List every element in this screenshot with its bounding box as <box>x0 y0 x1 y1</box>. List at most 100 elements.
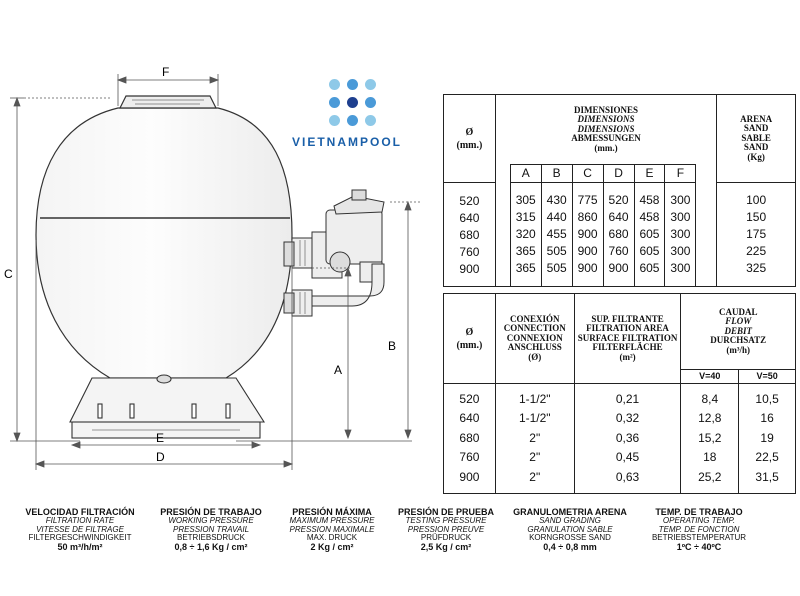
table-cell: 22,5 <box>755 450 779 465</box>
logo-dot <box>329 115 340 126</box>
flow-header: CAUDAL FLOW DEBIT DURCHSATZ (m³/h) <box>680 293 796 370</box>
table-cell: 605 <box>639 244 660 258</box>
spec-max-pressure: PRESIÓN MÁXIMA MAXIMUM PRESSURE PRESSION… <box>278 508 386 552</box>
spec-title: PRESIÓN DE PRUEBA <box>397 507 495 517</box>
spec-line: SAND GRADING <box>539 515 601 525</box>
spec-testing-pressure: PRESIÓN DE PRUEBA TESTING PRESSURE PRESS… <box>392 508 500 552</box>
table-cell: 12,8 <box>698 411 722 426</box>
table-cell: 0,63 <box>615 469 640 484</box>
table-cell: 640 <box>608 210 629 224</box>
table-cell: 0,45 <box>615 450 640 465</box>
flow-unit: (m³/h) <box>726 344 751 355</box>
table-cell: 8,4 <box>701 391 719 406</box>
table-cell: 320 <box>515 227 536 241</box>
logo-dot <box>329 79 340 90</box>
table-cell: 300 <box>670 261 691 275</box>
surface-unit: (m²) <box>619 351 636 362</box>
b-column: 430 440 455 505 505 <box>540 182 573 287</box>
table-cell: 150 <box>746 210 767 224</box>
label-a: A <box>334 363 342 377</box>
table-cell: 31,5 <box>755 469 779 484</box>
connection-de: ANSCHLUSS <box>507 342 562 353</box>
c-column: 775 860 900 900 900 <box>571 182 604 287</box>
table-cell: 19 <box>760 430 774 445</box>
flow-table: Ø (mm.) CONEXIÓN CONNECTION CONNEXION AN… <box>443 293 796 494</box>
tank-base <box>69 374 266 439</box>
spec-line: PRESSION PREUVE <box>407 524 485 534</box>
table-cell: 1-1/2" <box>518 411 551 426</box>
connection-unit: (Ø) <box>528 351 542 362</box>
table-cell: 680 <box>459 228 480 242</box>
connection-es: CONEXIÓN <box>509 313 560 324</box>
logo-dot <box>347 79 358 90</box>
spec-value: 50 m³/h/m² <box>57 542 103 553</box>
table-cell: 300 <box>670 193 691 207</box>
sand-en: SAND <box>743 123 769 134</box>
diameter-unit: (mm.) <box>456 339 483 351</box>
tank-body <box>35 95 293 379</box>
spec-title: TEMP. DE TRABAJO <box>655 507 743 517</box>
table-cell: 458 <box>639 210 660 224</box>
col-header-f: F <box>664 164 697 183</box>
spec-line: TEMP. DE FONCTION <box>658 524 740 534</box>
dimension-e <box>70 441 262 449</box>
table-cell: 0,36 <box>615 430 640 445</box>
table-cell: 900 <box>459 469 480 484</box>
spec-value: 0,8 ÷ 1,6 Kg / cm² <box>174 542 248 553</box>
spec-line: MAX. DRUCK <box>306 533 358 543</box>
col-header-a: A <box>509 164 542 183</box>
sand-header: ARENA SAND SABLE SAND (Kg) <box>716 94 796 183</box>
table-cell: 2" <box>529 430 541 445</box>
sand-unit: (Kg) <box>747 151 765 162</box>
filter-diagram: F C B A E D <box>4 65 420 470</box>
dimension-f <box>116 74 220 106</box>
diameter-unit: (mm.) <box>456 139 483 151</box>
table-cell: 1-1/2" <box>518 391 551 406</box>
dimension-a <box>312 266 352 440</box>
table-cell: 440 <box>546 210 567 224</box>
dimensions-es: DIMENSIONES <box>574 104 639 115</box>
table-cell: 900 <box>577 227 598 241</box>
diameter-header: Ø (mm.) <box>443 293 496 384</box>
spec-line: OPERATING TEMP. <box>662 515 736 525</box>
table-cell: 505 <box>546 244 567 258</box>
sand-fr: SABLE <box>741 132 771 143</box>
flow-sub-v50: V=50 <box>738 369 796 384</box>
spec-line: PRESSION MAXIMALE <box>289 524 375 534</box>
spec-line: GRANULATION SABLE <box>527 524 613 534</box>
flow-sub-v40: V=40 <box>680 369 740 384</box>
table-cell: 760 <box>608 244 629 258</box>
table-cell: 18 <box>703 450 717 465</box>
table-cell: 680 <box>459 430 480 445</box>
dimension-b <box>236 200 420 442</box>
f-column: 300 300 300 300 300 <box>664 182 697 287</box>
table-cell: 605 <box>639 227 660 241</box>
table-cell: 325 <box>746 261 767 275</box>
table-cell: 2" <box>529 469 541 484</box>
diameter-symbol: Ø <box>465 126 474 138</box>
table-cell: 0,21 <box>615 391 640 406</box>
table-cell: 10,5 <box>755 391 779 406</box>
table-cell: 455 <box>546 227 567 241</box>
table-cell: 680 <box>608 227 629 241</box>
table-cell: 15,2 <box>698 430 722 445</box>
table-cell: 300 <box>670 210 691 224</box>
d-column: 520 640 680 760 900 <box>602 182 635 287</box>
label-e: E <box>156 431 164 445</box>
connection-en: CONNECTION <box>503 323 566 334</box>
spec-title: GRANULOMETRIA ARENA <box>513 507 627 517</box>
logo-dot <box>329 97 340 108</box>
spec-line: FILTRATION RATE <box>45 515 115 525</box>
table-cell: 520 <box>459 194 480 208</box>
spec-line: PRESSION TRAVAIL <box>172 524 250 534</box>
logo-dot <box>365 97 376 108</box>
sand-column: 100 150 175 225 325 <box>716 182 796 287</box>
spec-title: VELOCIDAD FILTRACIÓN <box>25 507 135 517</box>
multiport-valve <box>283 189 385 317</box>
flow-en: FLOW <box>725 316 752 327</box>
table-cell: 225 <box>746 244 767 258</box>
logo-dot <box>365 115 376 126</box>
a-column: 305 315 320 365 365 <box>509 182 542 287</box>
sand-de: SAND <box>743 142 769 153</box>
flow-fr: DEBIT <box>724 325 752 336</box>
